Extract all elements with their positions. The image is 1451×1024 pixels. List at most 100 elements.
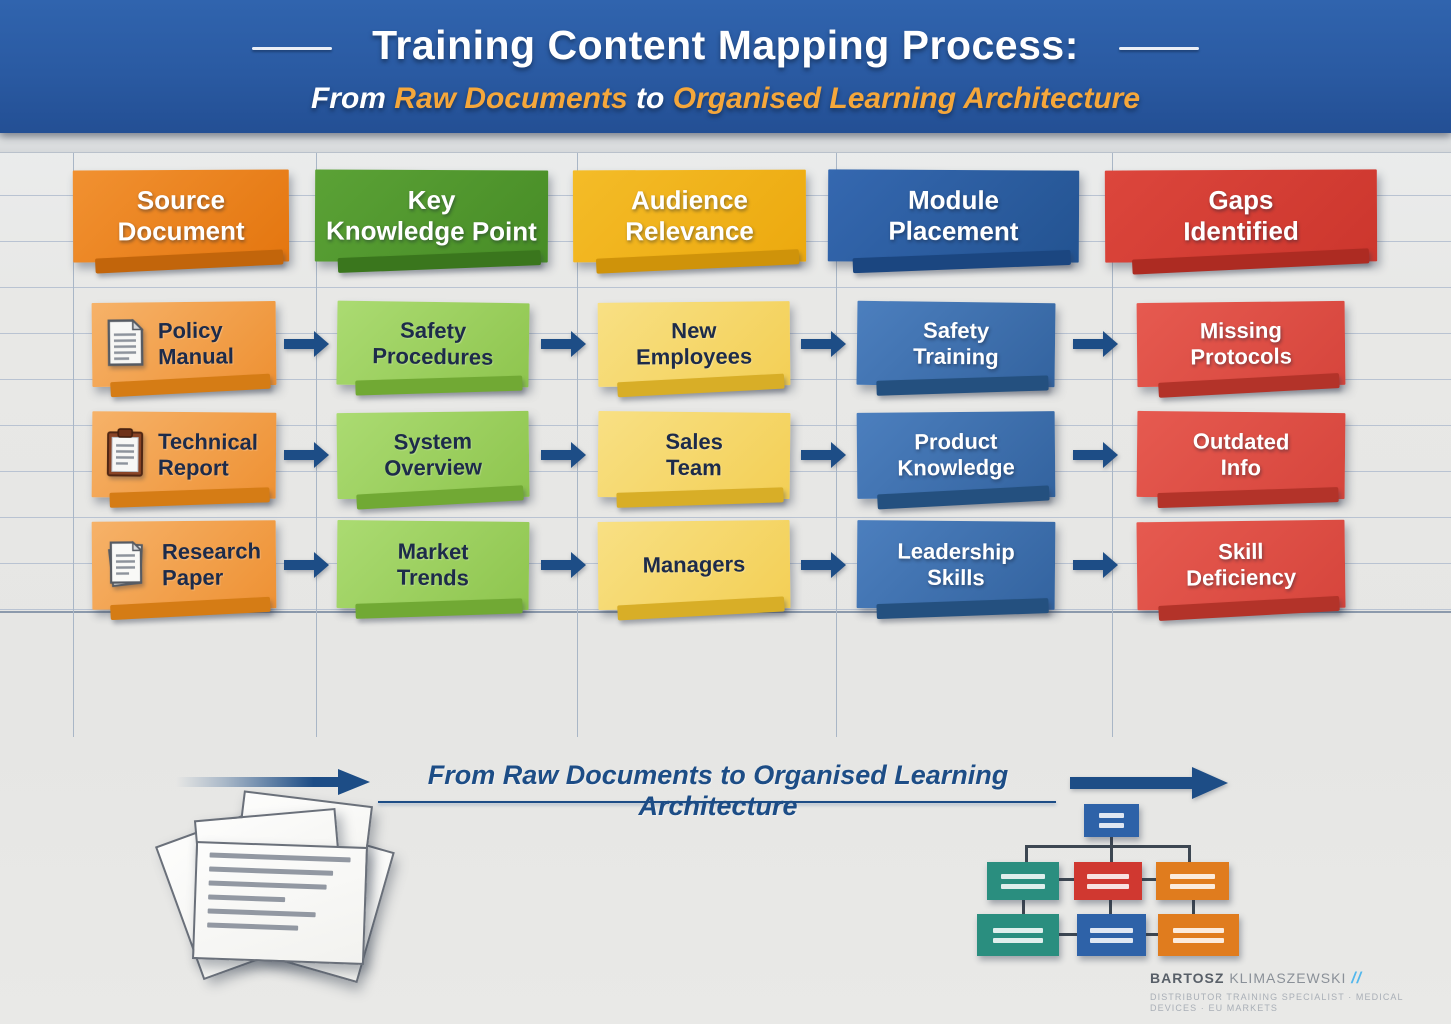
note-label: Managers (642, 551, 746, 578)
org-chart-leaf-node (1158, 914, 1239, 956)
page-title: Training Content Mapping Process: (372, 22, 1079, 68)
bottom-caption: From Raw Documents to Organised Learning… (427, 760, 1009, 821)
column-divider-line (73, 150, 74, 737)
org-chart-connector (1110, 837, 1113, 848)
note-label: Technical Report (157, 428, 259, 481)
org-node-text-bar (992, 927, 1044, 933)
bottom-left-arrow-icon (176, 769, 372, 795)
note-key-knowledge-point-row3: Market Trends (336, 519, 530, 611)
note-module-placement-row3: Leadership Skills (856, 520, 1056, 610)
org-chart-connector (1025, 845, 1191, 848)
author-credit: BARTOSZ KLIMASZEWSKI // DISTRIBUTOR TRAI… (1150, 970, 1451, 1013)
note-label: Research Paper (161, 538, 262, 591)
org-chart-connector (1109, 900, 1112, 914)
page-subtitle: From Raw Documents to Organised Learning… (0, 82, 1451, 116)
org-node-text-bar (1090, 927, 1133, 933)
note-label: Safety Procedures (372, 317, 494, 370)
org-chart-connector (1188, 845, 1191, 862)
subtitle-middle: to (627, 82, 673, 115)
note-label: Sales Team (665, 428, 724, 481)
paper-sheet (191, 841, 369, 965)
flow-arrow-icon (541, 442, 587, 468)
flow-arrow-icon (801, 442, 847, 468)
org-node-text-bar (1098, 823, 1125, 828)
org-chart-connector (1059, 933, 1077, 936)
flow-arrow-icon (284, 331, 330, 357)
title-banner: Training Content Mapping Process: From R… (0, 0, 1451, 133)
author-name: BARTOSZ KLIMASZEWSKI // (1150, 970, 1451, 988)
paper-text-line (209, 852, 351, 863)
note-label: Outdated Info (1192, 428, 1290, 481)
subtitle-prefix: From (310, 82, 395, 115)
org-chart-connector (1192, 900, 1195, 914)
note-label: Skill Deficiency (1185, 538, 1297, 591)
org-chart-mid-node (987, 862, 1059, 900)
org-node-text-bar (1000, 873, 1046, 879)
source-note-content: Research Paper (92, 537, 276, 594)
column-header-audience-relevance: Audience Relevance (572, 169, 807, 263)
note-label: System Overview (384, 428, 483, 481)
column-header-label: Gaps Identified (1183, 185, 1299, 247)
paper-pile-illustration (150, 790, 395, 992)
author-last-name: KLIMASZEWSKI (1229, 970, 1347, 986)
note-gaps-identified-row1: Missing Protocols (1136, 300, 1346, 388)
column-header-label: Audience Relevance (625, 185, 754, 247)
org-node-text-bar (1090, 937, 1133, 943)
org-node-text-bar (1173, 937, 1224, 943)
flow-arrow-icon (541, 552, 587, 578)
note-label: Policy Manual (157, 317, 235, 370)
paper-text-line (209, 866, 334, 876)
paper-text-line (207, 908, 316, 918)
flow-arrow-icon (1073, 442, 1119, 468)
title-rule-right (1119, 47, 1199, 50)
slashes-icon: // (1351, 970, 1363, 987)
note-gaps-identified-row2: Outdated Info (1136, 410, 1346, 500)
org-chart-top-node (1084, 804, 1139, 837)
flow-arrow-icon (1073, 552, 1119, 578)
org-chart-leaf-node (1077, 914, 1146, 956)
org-chart-mid-node (1156, 862, 1229, 900)
org-node-text-bar (1098, 813, 1125, 818)
note-label: Missing Protocols (1190, 317, 1292, 370)
flow-arrow-icon (801, 552, 847, 578)
column-header-source-document: Source Document (72, 169, 290, 263)
org-node-text-bar (1173, 927, 1224, 933)
org-chart-connector (1059, 878, 1074, 881)
source-note-content: Policy Manual (92, 317, 277, 372)
note-key-knowledge-point-row1: Safety Procedures (336, 300, 530, 388)
column-header-module-placement: Module Placement (827, 169, 1080, 263)
org-node-text-bar (1169, 873, 1216, 879)
note-gaps-identified-row3: Skill Deficiency (1136, 519, 1346, 611)
document-icon (105, 318, 146, 371)
org-chart-connector (1022, 900, 1025, 914)
note-source-document-row2: Technical Report (91, 411, 277, 499)
column-header-label: Source Document (117, 185, 245, 247)
clipboard-icon (105, 427, 145, 482)
org-chart-mid-node (1074, 862, 1142, 900)
note-label: New Employees (635, 317, 753, 370)
note-label: Safety Training (912, 317, 999, 370)
subtitle-highlight-raw-documents: Raw Documents (394, 82, 628, 115)
note-label: Market Trends (396, 538, 470, 591)
author-first-name: BARTOSZ (1150, 970, 1225, 986)
org-node-text-bar (1086, 873, 1130, 879)
org-chart-connector (1025, 845, 1028, 862)
org-chart-connector (1146, 933, 1158, 936)
flow-arrow-icon (284, 552, 330, 578)
subtitle-highlight-architecture: Organised Learning Architecture (672, 82, 1141, 115)
note-module-placement-row2: Product Knowledge (856, 411, 1056, 499)
flow-arrow-icon (1073, 331, 1119, 357)
note-source-document-row3: Research Paper (91, 520, 277, 610)
paper-text-line (208, 894, 286, 903)
note-source-document-row1: Policy Manual (91, 301, 277, 387)
note-key-knowledge-point-row2: System Overview (336, 410, 530, 500)
org-chart-connector (1110, 845, 1113, 862)
paper-text-line (207, 922, 298, 931)
column-header-gaps-identified: Gaps Identified (1104, 169, 1378, 263)
column-header-label: Key Knowledge Point (325, 185, 537, 247)
note-module-placement-row1: Safety Training (856, 300, 1056, 388)
flow-arrow-icon (541, 331, 587, 357)
author-role: DISTRIBUTOR TRAINING SPECIALIST · MEDICA… (1150, 992, 1404, 1013)
org-node-text-bar (1086, 883, 1130, 889)
